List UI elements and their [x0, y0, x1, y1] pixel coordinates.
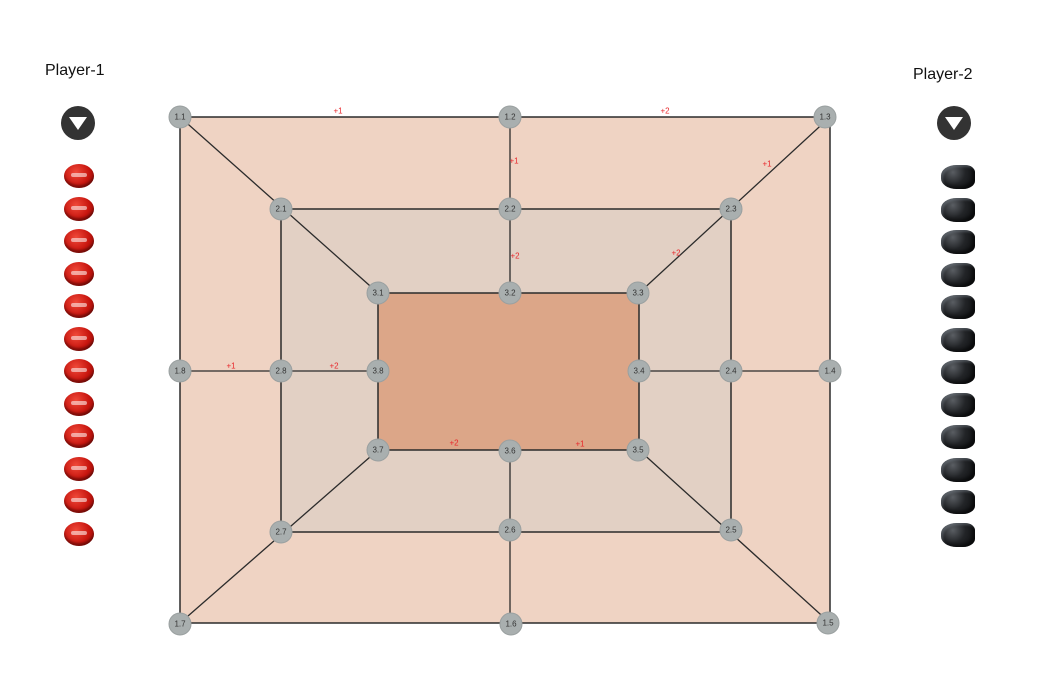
player-1-label: Player-1	[45, 62, 105, 79]
svg-text:1.1: 1.1	[174, 113, 186, 122]
node-1-8[interactable]: 1.8	[168, 359, 192, 383]
svg-text:1.7: 1.7	[174, 620, 186, 629]
node-3-6[interactable]: 3.6	[498, 439, 522, 463]
svg-text:3.1: 3.1	[372, 289, 384, 298]
black-rock-icon[interactable]	[941, 165, 975, 189]
node-3-4[interactable]: 3.4	[627, 359, 651, 383]
player-2-chevron-down-icon[interactable]	[937, 106, 971, 140]
node-2-3[interactable]: 2.3	[719, 197, 743, 221]
node-3-2[interactable]: 3.2	[498, 281, 522, 305]
svg-text:3.5: 3.5	[632, 446, 644, 455]
svg-text:1.3: 1.3	[819, 113, 831, 122]
node-1-6[interactable]: 1.6	[499, 612, 523, 636]
node-1-1[interactable]: 1.1	[168, 105, 192, 129]
node-2-1[interactable]: 2.1	[269, 197, 293, 221]
node-2-7[interactable]: 2.7	[269, 520, 293, 544]
svg-text:2.7: 2.7	[275, 528, 287, 537]
black-rock-icon[interactable]	[941, 230, 975, 254]
edge-label: +1	[226, 362, 236, 371]
coca-cola-cap-icon[interactable]	[64, 326, 94, 351]
inner-square	[377, 292, 640, 451]
svg-text:1.4: 1.4	[824, 367, 836, 376]
edge-label: +1	[509, 157, 519, 166]
node-2-2[interactable]: 2.2	[498, 197, 522, 221]
svg-text:2.5: 2.5	[725, 526, 737, 535]
coca-cola-cap-icon[interactable]	[64, 294, 94, 318]
black-rock-icon[interactable]	[941, 425, 975, 449]
coca-cola-cap-icon[interactable]	[64, 196, 94, 221]
svg-text:1.6: 1.6	[505, 620, 517, 629]
black-rock-icon[interactable]	[941, 327, 975, 352]
svg-text:2.2: 2.2	[504, 205, 516, 214]
svg-text:3.2: 3.2	[504, 289, 516, 298]
node-2-6[interactable]: 2.6	[498, 518, 522, 542]
black-rock-icon[interactable]	[941, 360, 975, 384]
coca-cola-cap-icon[interactable]	[64, 359, 94, 383]
node-2-5[interactable]: 2.5	[719, 518, 743, 542]
node-1-7[interactable]: 1.7	[168, 612, 192, 636]
player-2-piece-tray	[941, 165, 975, 547]
svg-text:1.5: 1.5	[822, 619, 834, 628]
black-rock-icon[interactable]	[941, 295, 975, 319]
player-2-label: Player-2	[913, 66, 973, 83]
node-1-2[interactable]: 1.2	[498, 105, 522, 129]
coca-cola-cap-icon[interactable]	[64, 489, 94, 513]
svg-text:2.4: 2.4	[725, 367, 737, 376]
edge-label: +1	[333, 107, 343, 116]
player-1-chevron-down-icon[interactable]	[61, 106, 95, 140]
coca-cola-cap-icon[interactable]	[64, 229, 94, 253]
edge-label: +2	[671, 249, 681, 258]
coca-cola-cap-icon[interactable]	[64, 164, 94, 188]
black-rock-icon[interactable]	[941, 490, 975, 514]
edge-labels: +1 +2 +1 +1 +2 +2 +1 +2 +2 +1	[226, 107, 772, 449]
svg-text:1.8: 1.8	[174, 367, 186, 376]
black-rock-icon[interactable]	[941, 392, 975, 417]
node-2-4[interactable]: 2.4	[719, 359, 743, 383]
black-rock-icon[interactable]	[941, 262, 975, 287]
edge-label: +1	[575, 440, 585, 449]
edge-label: +2	[329, 362, 339, 371]
svg-text:3.3: 3.3	[632, 289, 644, 298]
black-rock-icon[interactable]	[941, 197, 975, 222]
black-rock-icon[interactable]	[941, 457, 975, 482]
node-3-3[interactable]: 3.3	[626, 281, 650, 305]
coca-cola-cap-icon[interactable]	[64, 456, 94, 481]
node-1-3[interactable]: 1.3	[813, 105, 837, 129]
svg-text:3.6: 3.6	[504, 447, 516, 456]
node-3-7[interactable]: 3.7	[366, 438, 390, 462]
svg-text:3.7: 3.7	[372, 446, 384, 455]
node-3-8[interactable]: 3.8	[366, 359, 390, 383]
board-nodes: 1.1 1.2 1.3 1.4 1.5 1.6 1.7 1.8 2.1 2.2 …	[168, 105, 842, 636]
coca-cola-cap-icon[interactable]	[64, 424, 94, 448]
svg-text:2.8: 2.8	[275, 367, 287, 376]
coca-cola-cap-icon[interactable]	[64, 261, 94, 286]
svg-text:2.3: 2.3	[725, 205, 737, 214]
node-2-8[interactable]: 2.8	[269, 359, 293, 383]
black-rock-icon[interactable]	[941, 522, 975, 547]
svg-text:3.8: 3.8	[372, 367, 384, 376]
svg-text:1.2: 1.2	[504, 113, 516, 122]
edge-label: +2	[449, 439, 459, 448]
node-3-5[interactable]: 3.5	[626, 438, 650, 462]
node-1-4[interactable]: 1.4	[818, 359, 842, 383]
svg-text:3.4: 3.4	[633, 367, 645, 376]
player-1-piece-tray	[64, 164, 94, 546]
svg-text:2.6: 2.6	[504, 526, 516, 535]
node-3-1[interactable]: 3.1	[366, 281, 390, 305]
coca-cola-cap-icon[interactable]	[64, 391, 94, 416]
coca-cola-cap-icon[interactable]	[64, 521, 94, 546]
edge-label: +1	[762, 160, 772, 169]
edge-label: +2	[510, 252, 520, 261]
node-1-5[interactable]: 1.5	[816, 611, 840, 635]
svg-text:2.1: 2.1	[275, 205, 287, 214]
edge-label: +2	[660, 107, 670, 116]
